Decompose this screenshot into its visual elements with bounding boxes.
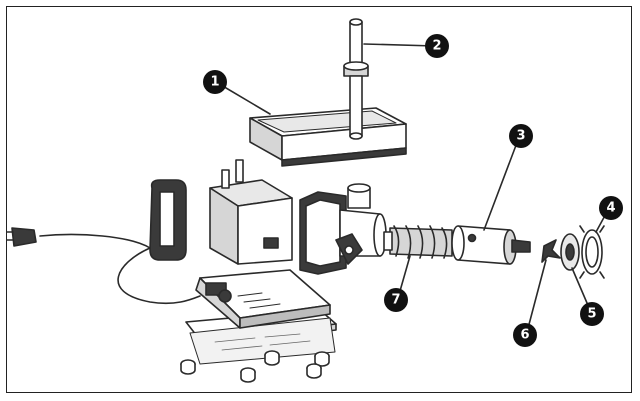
callout-2-label: 2 <box>432 39 441 54</box>
callout-5-label: 5 <box>587 307 596 322</box>
callout-5: 5 <box>580 302 604 326</box>
callout-3: 3 <box>509 124 533 148</box>
motor-housing <box>209 159 293 265</box>
worm-screw <box>383 225 453 259</box>
grinder-head <box>335 183 387 265</box>
cutting-plate <box>560 233 580 271</box>
callout-2: 2 <box>425 34 449 58</box>
ring-nut <box>579 225 605 279</box>
callout-6-label: 6 <box>520 328 529 343</box>
hopper-tray <box>249 107 407 167</box>
callout-7-label: 7 <box>391 293 400 308</box>
side-cover <box>149 179 187 261</box>
callout-6: 6 <box>513 323 537 347</box>
grinding-tube <box>451 225 531 265</box>
cutting-blade <box>541 239 561 263</box>
food-pusher <box>343 18 369 140</box>
rubber-foot <box>180 350 330 383</box>
gear-housing <box>299 191 347 275</box>
callout-1: 1 <box>203 70 227 94</box>
callout-4-label: 4 <box>606 201 615 216</box>
callout-7: 7 <box>384 288 408 312</box>
leader-lines <box>220 43 609 333</box>
callout-1-label: 1 <box>210 75 219 90</box>
motor-base <box>195 269 331 329</box>
callout-3-label: 3 <box>516 129 525 144</box>
power-cord <box>6 227 201 305</box>
callout-4: 4 <box>599 196 623 220</box>
